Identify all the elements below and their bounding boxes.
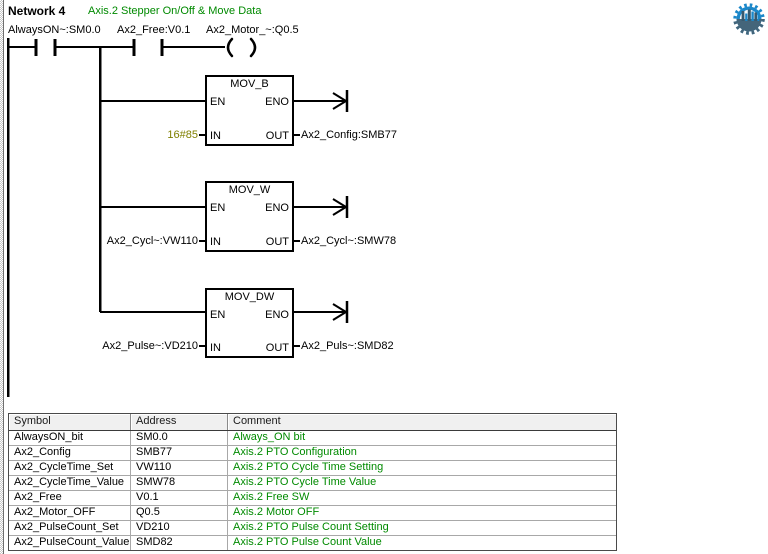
comment-cell[interactable]: Always_ON bit [233, 431, 306, 443]
ladder-wiring [6, 37, 349, 397]
coil-ax2-motor[interactable] [226, 37, 257, 58]
mov-b-block[interactable]: MOV_B EN ENO IN OUT [205, 75, 294, 146]
symbol-cell[interactable]: Ax2_Motor_OFF [9, 506, 131, 520]
mov-dw-input-operand[interactable]: Ax2_Pulse~:VD210 [102, 340, 198, 352]
table-row: AlwaysON_bit SM0.0 Always_ON bit [9, 431, 616, 446]
comment-cell[interactable]: Axis.2 PTO Configuration [233, 446, 357, 458]
mov-w-output-operand[interactable]: Ax2_Cycl~:SMW78 [301, 235, 397, 247]
address-cell[interactable]: SMB77 [131, 446, 228, 460]
table-row: Ax2_Config SMB77 Axis.2 PTO Configuratio… [9, 446, 616, 461]
mov-dw-output-operand[interactable]: Ax2_Puls~:SMD82 [301, 340, 394, 352]
gear-city-logo-icon [733, 3, 765, 35]
address-cell[interactable]: VD210 [131, 521, 228, 535]
table-row: Ax2_PulseCount_Value SMD82 Axis.2 PTO Pu… [9, 536, 616, 550]
symbol-cell[interactable]: Ax2_CycleTime_Set [9, 461, 131, 475]
table-row: Ax2_CycleTime_Value SMW78 Axis.2 PTO Cyc… [9, 476, 616, 491]
network-title[interactable]: Axis.2 Stepper On/Off & Move Data [88, 5, 262, 17]
pin-in: IN [210, 130, 221, 142]
symbol-table: Symbol Address Comment AlwaysON_bit SM0.… [8, 413, 617, 551]
address-cell[interactable]: SM0.0 [131, 431, 228, 445]
comment-cell[interactable]: Axis.2 PTO Pulse Count Setting [233, 521, 389, 533]
coil-operand[interactable]: Ax2_Motor_~:Q0.5 [206, 24, 299, 36]
comment-cell[interactable]: Axis.2 PTO Cycle Time Value [233, 476, 377, 488]
comment-cell[interactable]: Axis.2 Free SW [233, 491, 310, 503]
address-cell[interactable]: Q0.5 [131, 506, 228, 520]
pin-en: EN [210, 96, 226, 108]
symbol-cell[interactable]: Ax2_Config [9, 446, 131, 460]
column-header-symbol[interactable]: Symbol [9, 414, 131, 430]
symbol-cell[interactable]: Ax2_PulseCount_Value [9, 536, 131, 550]
mov-b-input-operand[interactable]: 16#85 [167, 129, 198, 141]
block-title: MOV_W [228, 184, 271, 196]
mov-w-input-operand[interactable]: Ax2_Cycl~:VW110 [106, 235, 198, 247]
eno-arrow-2 [294, 196, 349, 218]
table-row: Ax2_Free V0.1 Axis.2 Free SW [9, 491, 616, 506]
symbol-cell[interactable]: Ax2_Free [9, 491, 131, 505]
contact1-operand[interactable]: AlwaysON~:SM0.0 [8, 24, 101, 36]
contact2-operand[interactable]: Ax2_Free:V0.1 [117, 24, 191, 36]
symbol-cell[interactable]: Ax2_PulseCount_Set [9, 521, 131, 535]
symbol-table-header: Symbol Address Comment [9, 414, 616, 431]
column-header-comment[interactable]: Comment [228, 414, 616, 430]
column-header-address[interactable]: Address [131, 414, 228, 430]
mov-b-output-operand[interactable]: Ax2_Config:SMB77 [301, 129, 397, 141]
pin-in: IN [210, 236, 221, 248]
pin-en: EN [210, 309, 226, 321]
pin-eno: ENO [265, 96, 289, 108]
network-number: Network 4 [8, 4, 66, 18]
address-cell[interactable]: SMD82 [131, 536, 228, 550]
address-cell[interactable]: V0.1 [131, 491, 228, 505]
symbol-cell[interactable]: AlwaysON_bit [9, 431, 131, 445]
comment-cell[interactable]: Axis.2 PTO Pulse Count Value [233, 536, 382, 548]
table-row: Ax2_PulseCount_Set VD210 Axis.2 PTO Puls… [9, 521, 616, 536]
address-cell[interactable]: SMW78 [131, 476, 228, 490]
symbol-cell[interactable]: Ax2_CycleTime_Value [9, 476, 131, 490]
address-cell[interactable]: VW110 [131, 461, 228, 475]
mov-dw-block[interactable]: MOV_DW EN ENO IN OUT [205, 288, 294, 358]
contact-ax2-free[interactable] [132, 39, 164, 56]
comment-cell[interactable]: Axis.2 Motor OFF [233, 506, 320, 518]
table-row: Ax2_Motor_OFF Q0.5 Axis.2 Motor OFF [9, 506, 616, 521]
block-title: MOV_B [230, 78, 269, 90]
table-row: Ax2_CycleTime_Set VW110 Axis.2 PTO Cycle… [9, 461, 616, 476]
eno-arrow-1 [294, 90, 349, 112]
comment-cell[interactable]: Axis.2 PTO Cycle Time Setting [233, 461, 384, 473]
block-title: MOV_DW [224, 291, 275, 303]
pin-en: EN [210, 202, 226, 214]
pin-out: OUT [265, 236, 289, 248]
pin-out: OUT [265, 130, 289, 142]
contact-alwayson[interactable] [34, 39, 57, 56]
mov-w-block[interactable]: MOV_W EN ENO IN OUT [205, 181, 294, 252]
eno-arrow-3 [294, 301, 349, 323]
pin-in: IN [210, 342, 221, 354]
pin-out: OUT [265, 342, 289, 354]
pin-eno: ENO [265, 309, 289, 321]
pin-eno: ENO [265, 202, 289, 214]
window-edge [0, 0, 4, 554]
